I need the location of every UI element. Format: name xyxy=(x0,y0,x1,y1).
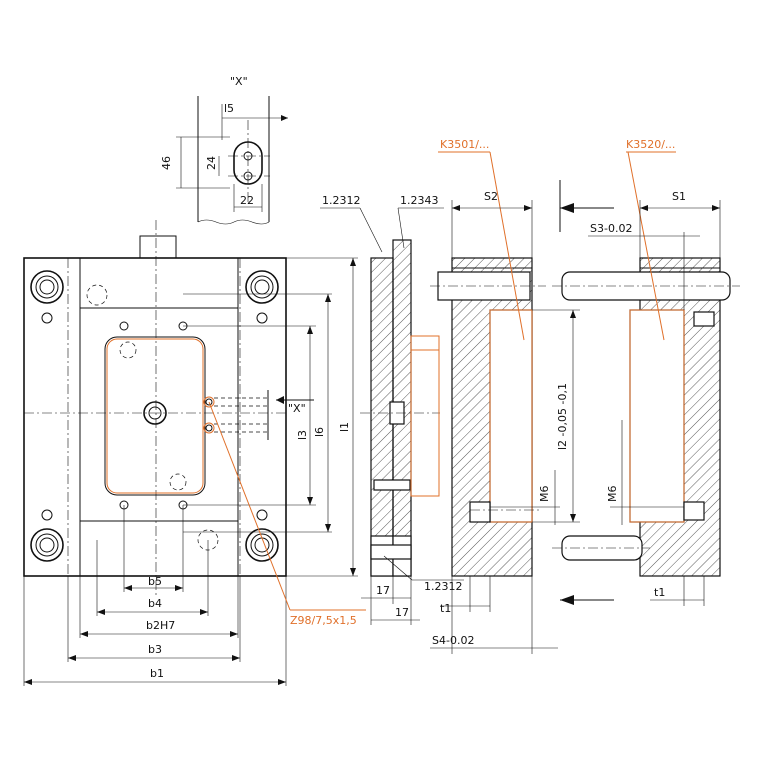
front-arrow-x-label: "X" xyxy=(288,402,306,415)
guide-pins xyxy=(30,270,279,562)
material-1-2343-label: 1.2343 xyxy=(400,194,439,207)
dim-l3-label: l3 xyxy=(296,430,309,440)
middle-section: K3501/... S2 l2 -0,05 -0,1 M6 t1 S4-0.02 xyxy=(430,138,614,654)
dim-l2-label: l2 -0,05 -0,1 xyxy=(556,383,569,450)
k3520-label: K3520/... xyxy=(626,138,675,151)
dim-l6-label: l6 xyxy=(313,427,326,437)
detail-x-view: "X" l5 46 24 22 xyxy=(160,75,288,225)
dim-s3-label: S3-0.02 xyxy=(590,222,632,235)
dim-17b-label: 17 xyxy=(395,606,409,619)
dim-b5-label: b5 xyxy=(148,575,162,588)
mid-m6-label: M6 xyxy=(538,486,551,503)
right-t1-label: t1 xyxy=(654,586,665,599)
detail-l5-label: l5 xyxy=(224,102,234,115)
detail-24-label: 24 xyxy=(205,156,218,170)
dim-b3-label: b3 xyxy=(148,643,162,656)
dim-s2-label: S2 xyxy=(484,190,498,203)
left-section-plates: 1.2312 1.2343 1.2312 17 17 xyxy=(320,194,464,625)
dim-17a-label: 17 xyxy=(376,584,390,597)
detail-46-label: 46 xyxy=(160,156,173,170)
dim-s1-label: S1 xyxy=(672,190,686,203)
detail-22-label: 22 xyxy=(240,194,254,207)
horizontal-dims: b5 b4 b2H7 b3 b1 xyxy=(23,505,287,686)
material-1-2312-label: 1.2312 xyxy=(322,194,361,207)
dim-l1-label: l1 xyxy=(338,422,351,432)
detail-x-title: "X" xyxy=(230,75,248,88)
front-view: "X" l1 l6 l3 b5 b4 xyxy=(23,220,366,686)
right-section: K3520/... S1 S3-0.02 M6 t1 xyxy=(552,138,740,606)
dim-b4-label: b4 xyxy=(148,597,162,610)
dim-b2-label: b2H7 xyxy=(146,619,175,632)
right-m6-label: M6 xyxy=(606,486,619,503)
z98-label: Z98/7,5x1,5 xyxy=(290,614,357,627)
mid-t1-label: t1 xyxy=(440,602,451,615)
k3501-label: K3501/... xyxy=(440,138,489,151)
dim-b1-label: b1 xyxy=(150,667,164,680)
material-bottom-label: 1.2312 xyxy=(424,580,463,593)
dim-s4-label: S4-0.02 xyxy=(432,634,474,647)
